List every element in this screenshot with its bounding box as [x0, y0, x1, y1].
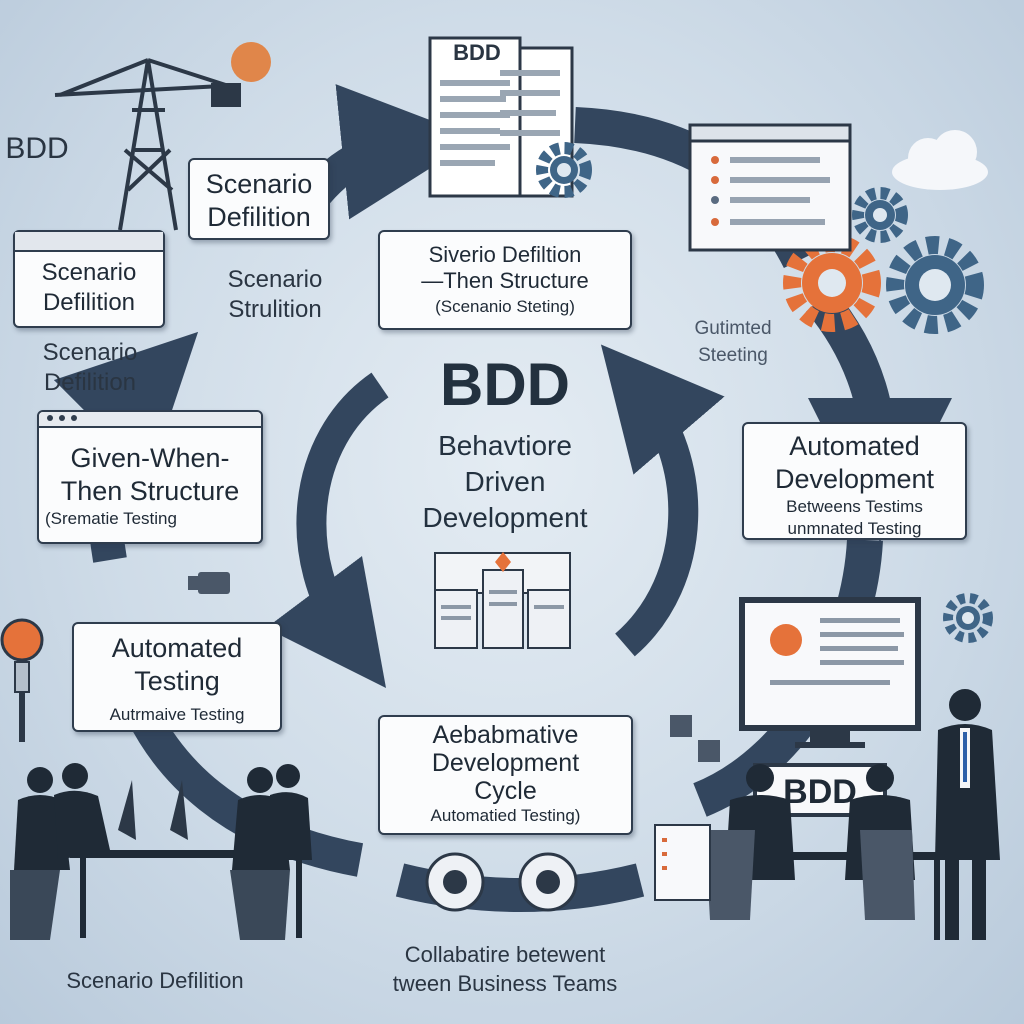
gear-icon-blue-large: [886, 236, 984, 334]
camera-icon: [188, 572, 230, 594]
label-line: Scenario: [42, 339, 138, 366]
label-line: Collabatire betewent: [404, 942, 606, 967]
card-line: Development: [774, 464, 935, 494]
monitor-illustration: [739, 597, 921, 748]
team-meeting-right-illustration: [700, 689, 1000, 940]
gear-icon-lower-right: [943, 593, 993, 643]
card-line: Defilition: [207, 202, 311, 232]
collaboration-icon-right: [518, 852, 578, 912]
binder-rings: [15, 232, 163, 252]
card-scenario-then-structure[interactable]: Siverio Defiltion —Then Structure (Scena…: [378, 230, 632, 330]
card-line: Autrmaive Testing: [109, 705, 245, 724]
gear-icon-small-blue: [536, 142, 592, 198]
card-line: Development: [431, 749, 580, 777]
label-line: tween Business Teams: [392, 971, 618, 996]
card-line: Automatied Testing): [430, 806, 581, 825]
card-line: Then Structure: [60, 476, 240, 506]
team-meeting-left-illustration: [10, 763, 312, 940]
bdd-label-left: BDD: [5, 132, 69, 165]
card-line: (Scenanio Steting): [435, 297, 575, 316]
subtitle-line: Behavtiore: [438, 430, 572, 461]
card-line: (Srematie Testing: [45, 509, 177, 528]
card-line: unmnated Testing: [787, 519, 922, 538]
window-titlebar: [39, 412, 261, 428]
top-document-title: BDD: [453, 40, 501, 65]
label-line: Gutimted: [694, 318, 772, 339]
collaboration-icon-left: [425, 852, 485, 912]
card-collaborative-development-cycle[interactable]: Aebabmative Development Cycle Automatied…: [378, 715, 633, 835]
card-automated-testing-left[interactable]: Automated Testing Autrmaive Testing: [72, 622, 282, 732]
inner-arrow-right: [600, 344, 725, 657]
card-line: Defilition: [42, 289, 136, 316]
card-line: Aebabmative: [432, 721, 579, 749]
label-line: Steeting: [698, 345, 768, 366]
card-line: Siverio Defiltion: [428, 242, 582, 267]
label-line: Scenario: [227, 266, 323, 293]
puzzle-icon: [670, 715, 720, 762]
card-line: Scenario: [205, 169, 313, 199]
card-scenario-definition-left[interactable]: Scenario Defilition: [13, 230, 165, 328]
notes-document-illustration: [654, 824, 711, 901]
gear-icon-right-small: [852, 187, 908, 243]
label-gutimted-steeting: Gutimted Steeting: [668, 315, 798, 369]
label-line: Strulition: [228, 296, 322, 323]
card-line: Given-When-: [70, 443, 230, 473]
card-automated-development[interactable]: Automated Development Betweens Testims u…: [742, 422, 967, 540]
card-given-when-then[interactable]: Given-When- Then Structure (Srematie Tes…: [37, 410, 263, 544]
bottom-left-label: Scenario Defilition: [66, 968, 244, 993]
inner-arrow-left: [266, 372, 389, 689]
screen-bdd-label: BDD: [783, 773, 857, 811]
subtitle-line: Development: [422, 502, 588, 533]
card-line: Automated: [111, 633, 243, 663]
cloud-icon: [892, 130, 988, 190]
checklist-window-illustration: [688, 123, 852, 252]
subtitle-line: Driven: [464, 466, 546, 497]
label-scenario-definition-left: Scenario Defilition: [15, 338, 165, 398]
flowchart-illustration: [434, 552, 571, 649]
card-line: Testing: [134, 666, 220, 696]
card-line: Cycle: [474, 777, 537, 805]
card-line: Automated: [789, 431, 920, 461]
label-line: Defilition: [43, 369, 137, 396]
tower-crane-illustration: [54, 58, 241, 231]
card-line: —Then Structure: [421, 268, 589, 293]
center-title: BDD: [440, 351, 570, 418]
label-scenario-strulition: Scenario Strulition: [200, 265, 350, 325]
card-scenario-definition-top[interactable]: Scenario Defilition: [188, 158, 330, 240]
bottom-center-label: Collabatire betewent tween Business Team…: [340, 940, 670, 998]
card-line: Scenario: [41, 259, 137, 286]
pin-icon: [0, 618, 44, 742]
card-line: Betweens Testims: [786, 497, 923, 516]
center-subtitle: Behavtiore Driven Development: [375, 428, 635, 536]
sun-illustration: [231, 42, 271, 82]
